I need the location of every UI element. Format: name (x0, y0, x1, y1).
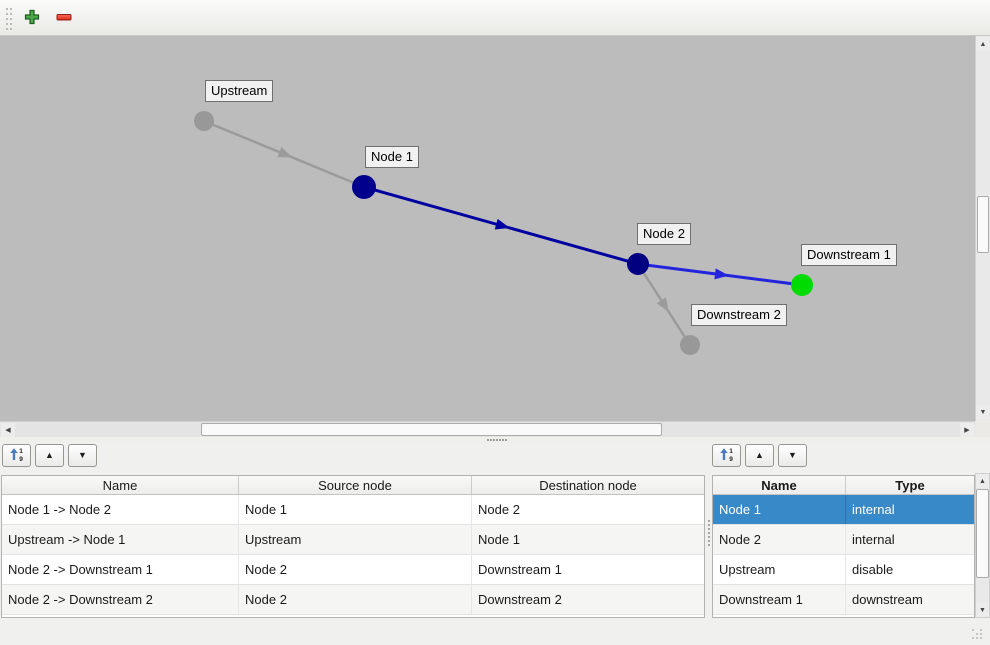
table-cell: internal (852, 502, 895, 517)
add-node-button[interactable] (19, 7, 45, 29)
scroll-up-icon[interactable]: ▲ (976, 474, 989, 488)
node-label[interactable]: Downstream 1 (801, 244, 897, 266)
canvas-vertical-scrollbar[interactable]: ▲ ▼ (975, 36, 990, 421)
edges-move-up-button[interactable]: ▲ (35, 444, 64, 467)
edges-sort-button[interactable]: 1 9 (2, 444, 31, 467)
edge-arrow-icon (494, 218, 510, 230)
scroll-up-icon[interactable]: ▲ (976, 37, 990, 51)
table-cell: Node 1 (478, 532, 520, 547)
table-row[interactable]: Upstream disable (713, 555, 974, 585)
splitter-grip (708, 520, 710, 522)
scroll-right-icon[interactable]: ▶ (960, 423, 974, 437)
node-label[interactable]: Upstream (205, 80, 274, 102)
nodes-sort-button[interactable]: 1 9 (712, 444, 741, 467)
table-cell: Node 2 (239, 585, 472, 614)
edge-arrow-icon (714, 268, 729, 280)
svg-text:9: 9 (19, 456, 23, 462)
edge-arrow-icon (277, 147, 293, 158)
toolbar-drag-handle[interactable] (6, 8, 8, 10)
plus-icon (23, 8, 41, 29)
svg-text:1: 1 (729, 448, 733, 455)
nodes-move-up-button[interactable]: ▲ (745, 444, 774, 467)
table-cell: Node 1 (239, 495, 472, 524)
horizontal-splitter[interactable] (0, 437, 990, 443)
sort-ascending-icon: 1 9 (9, 446, 24, 465)
scroll-left-icon[interactable]: ◀ (1, 423, 15, 437)
vertical-splitter[interactable] (705, 473, 712, 618)
node-label[interactable]: Node 1 (365, 146, 419, 168)
nodes-table-scrollbar[interactable]: ▲ ▼ (975, 473, 990, 618)
table-cell: Node 2 -> Downstream 2 (2, 585, 239, 614)
table-cell: Node 2 (713, 525, 846, 554)
column-header[interactable]: Name (2, 476, 239, 494)
table-cell: Node 1 -> Node 2 (2, 495, 239, 524)
table-cell: Downstream 1 (713, 585, 846, 614)
column-header[interactable]: Destination node (539, 477, 637, 493)
vertical-scroll-thumb[interactable] (976, 489, 989, 578)
resize-grip-icon[interactable] (972, 629, 974, 631)
edges-move-down-button[interactable]: ▼ (68, 444, 97, 467)
svg-text:9: 9 (729, 456, 733, 462)
vertical-scroll-thumb[interactable] (977, 196, 989, 253)
table-cell: Downstream 2 (478, 592, 562, 607)
graph-node[interactable] (791, 274, 813, 296)
table-cell: Upstream -> Node 1 (2, 525, 239, 554)
column-header[interactable]: Name (713, 476, 846, 494)
table-cell: downstream (852, 592, 923, 607)
table-row[interactable]: Node 1 internal (713, 495, 974, 525)
node-label[interactable]: Node 2 (637, 223, 691, 245)
table-cell: Upstream (713, 555, 846, 584)
svg-text:1: 1 (19, 448, 23, 455)
table-row[interactable]: Downstream 1 downstream (713, 585, 974, 615)
edge-arrow-icon (656, 297, 669, 313)
move-up-icon: ▲ (45, 450, 54, 460)
scrollbar-corner (975, 421, 990, 437)
table-cell: Node 1 (713, 495, 846, 524)
graph-node[interactable] (627, 253, 649, 275)
move-down-icon: ▼ (78, 450, 87, 460)
minus-icon (55, 8, 73, 29)
table-header-row: Name Type (713, 476, 974, 495)
nodes-move-down-button[interactable]: ▼ (778, 444, 807, 467)
column-header[interactable]: Type (895, 477, 925, 493)
canvas-horizontal-scrollbar[interactable]: ◀ ▶ (0, 421, 975, 437)
table-cell: Node 2 -> Downstream 1 (2, 555, 239, 584)
table-cell: Upstream (239, 525, 472, 554)
scroll-down-icon[interactable]: ▼ (976, 405, 990, 419)
scroll-down-icon[interactable]: ▼ (976, 603, 989, 617)
graph-node[interactable] (194, 111, 214, 131)
table-cell: Node 2 (478, 502, 520, 517)
sort-ascending-icon: 1 9 (719, 446, 734, 465)
graph-node[interactable] (352, 175, 376, 199)
move-up-icon: ▲ (755, 450, 764, 460)
main-toolbar (0, 0, 990, 36)
move-down-icon: ▼ (788, 450, 797, 460)
horizontal-scroll-thumb[interactable] (201, 423, 662, 436)
table-row[interactable]: Node 2 internal (713, 525, 974, 555)
column-header[interactable]: Source node (239, 476, 472, 494)
graph-node[interactable] (680, 335, 700, 355)
table-cell: internal (852, 532, 895, 547)
table-cell: Node 2 (239, 555, 472, 584)
node-label[interactable]: Downstream 2 (691, 304, 787, 326)
remove-node-button[interactable] (51, 7, 77, 29)
table-cell: disable (852, 562, 894, 577)
table-cell: Downstream 1 (478, 562, 562, 577)
splitter-grip (487, 439, 489, 441)
